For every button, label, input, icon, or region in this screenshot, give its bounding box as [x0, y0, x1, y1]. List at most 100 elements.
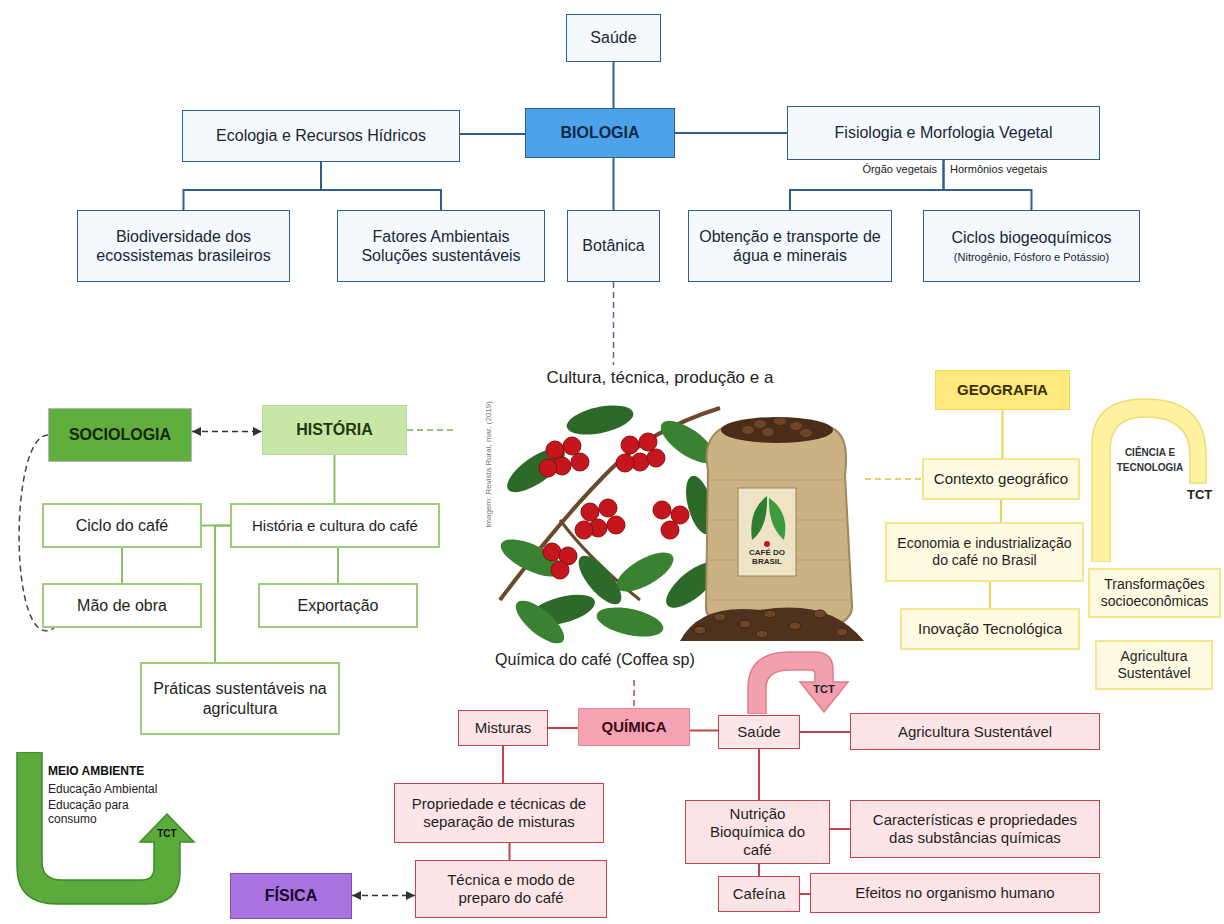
node-text: Nutrição	[730, 805, 786, 823]
node-text: QUÍMICA	[602, 718, 667, 736]
node-text: Características e propriedades das subst…	[859, 811, 1091, 847]
coffee-sack	[751, 496, 767, 540]
coffee-cherries	[653, 501, 671, 519]
coffee-beans	[680, 607, 864, 641]
concept-box: Obtenção e transporte de água e minerais	[688, 210, 892, 282]
shape-path	[1092, 399, 1206, 562]
node-text: Ecologia e Recursos Hídricos	[216, 126, 426, 145]
connector	[758, 864, 760, 876]
coffee-sack	[706, 417, 852, 635]
concept-box: Ciclos biogeoquímicos(Nitrogênio, Fósfor…	[923, 210, 1140, 282]
concept-box: Mão de obra	[42, 583, 202, 628]
connector	[800, 731, 850, 733]
coffee-cherries	[543, 543, 561, 561]
node-text: Agricultura Sustentável	[898, 723, 1052, 741]
text-slot: Cultura, técnica, produção e a	[455, 368, 865, 388]
connector	[1000, 500, 1002, 522]
node-text: Educação Ambiental	[48, 782, 157, 796]
coffee-cherries	[639, 433, 657, 451]
connector	[215, 526, 230, 663]
concept-box: Agricultura Sustentável	[850, 713, 1100, 750]
connector	[758, 749, 760, 800]
node-text: TCT	[1187, 487, 1212, 503]
coffee-cherries	[599, 499, 617, 517]
node-text: Cafeína	[733, 885, 786, 903]
concept-box: Técnica e modo de preparo do café	[415, 860, 607, 918]
coffee-cherries	[661, 521, 679, 539]
node-text: Agricultura Sustentável	[1105, 648, 1203, 682]
shape-outline	[745, 650, 850, 714]
node-text: Obtenção e transporte de água e minerais	[697, 227, 883, 265]
text-slot: Química do café (Coffea sp)	[495, 650, 695, 669]
coffee-cherries	[647, 449, 665, 467]
connector	[121, 548, 123, 583]
connector	[509, 843, 511, 860]
connector	[337, 548, 339, 583]
label-slot: Hormônios vegetais	[950, 163, 1047, 175]
concept-box: Exportação	[258, 583, 418, 628]
concept-box: Fisiologia e Morfologia Vegetal	[787, 106, 1100, 160]
text-slot: TCT	[806, 684, 842, 695]
coffee-cherries	[616, 454, 634, 472]
tct-arrow: TCT	[745, 650, 850, 714]
node-text: Misturas	[475, 719, 532, 737]
node-text: Química do café (Coffea sp)	[495, 650, 695, 669]
label-text: Hormônios vegetais	[950, 163, 1047, 175]
connector	[865, 478, 922, 480]
coffee-leaves	[572, 549, 629, 610]
concept-box: Botânica	[567, 210, 660, 282]
node-text: CIÊNCIA E TECNOLOGIA	[1112, 445, 1188, 475]
node-text: História e cultura do café	[252, 517, 418, 535]
connector	[800, 893, 810, 895]
coffee-sack	[738, 488, 796, 576]
concept-box: Inovação Tecnológica	[900, 608, 1080, 650]
node-text: Saúde	[590, 28, 636, 47]
subject-box: SOCIOLOGIA	[48, 408, 192, 462]
node-text: Exportação	[298, 596, 379, 615]
coffee-beans	[694, 626, 706, 634]
label-slot: Órgão vegetais	[850, 163, 937, 175]
node-text: Bioquímica do café	[694, 823, 821, 859]
concept-box: NutriçãoBioquímica do café	[685, 800, 830, 864]
text-slot: MEIO AMBIENTE	[48, 764, 144, 778]
concept-box: Propriedade e técnicas de separação de m…	[394, 783, 604, 843]
node-text: TCT	[806, 684, 842, 695]
connector	[613, 158, 615, 210]
node-text: Inovação Tecnológica	[918, 620, 1062, 638]
coffee-sack	[762, 428, 774, 436]
connector	[690, 730, 718, 732]
concept-box: Ecologia e Recursos Hídricos	[182, 110, 460, 162]
connector	[675, 132, 787, 134]
concept-box: Práticas sustentáveis na agricultura	[140, 662, 340, 735]
coffee-sack	[706, 428, 852, 635]
node-text: Fisiologia e Morfologia Vegetal	[835, 123, 1053, 142]
connector	[321, 162, 441, 210]
subject-box: GEOGRAFIA	[935, 370, 1070, 410]
concept-box: Características e propriedades das subst…	[850, 800, 1100, 858]
label-text: Órgão vegetais	[850, 163, 937, 175]
node-text: Fatores Ambientais	[373, 227, 510, 246]
node-text: Cultura, técnica, produção e a	[455, 368, 865, 388]
coffee-sack	[774, 417, 786, 425]
coffee-sack	[764, 541, 770, 547]
node-text: FÍSICA	[265, 886, 317, 905]
text-slot: Educação Ambiental	[48, 782, 157, 796]
coffee-cherries	[575, 521, 593, 539]
tct-arrow: MEIO AMBIENTEEducação AmbientalEducação …	[12, 752, 207, 907]
concept-box: Ciclo do café	[42, 503, 202, 548]
concept-box: Fatores AmbientaisSoluções sustentáveis	[337, 210, 545, 282]
concept-box: Contexto geográfico	[922, 458, 1080, 500]
node-text: Economia e industrialização do café no B…	[895, 535, 1074, 569]
label-slot: CAFÉ DO BRASIL	[741, 549, 793, 567]
label-slot: Imagem: Revista Rural, mar. (2019)	[484, 400, 493, 530]
concept-box: Saúde	[718, 715, 800, 749]
node-text: MEIO AMBIENTE	[48, 764, 144, 778]
coffee-cherries	[563, 437, 581, 455]
connector	[407, 429, 455, 431]
coffee-sack	[721, 417, 833, 443]
connector	[633, 680, 635, 708]
text-slot: CIÊNCIA E TECNOLOGIA	[1112, 445, 1188, 475]
node-text: Práticas sustentáveis na agricultura	[150, 679, 330, 717]
node-text: Biodiversidade dos ecossistemas brasilei…	[86, 227, 281, 265]
